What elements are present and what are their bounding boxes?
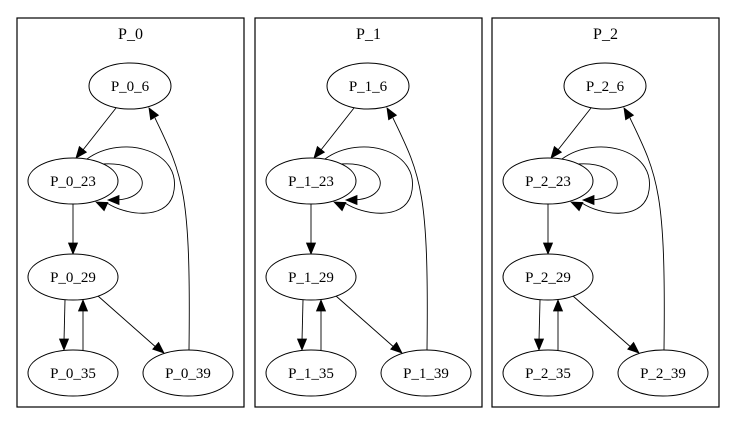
cluster-box bbox=[491, 17, 720, 408]
edge-arrowhead bbox=[75, 145, 88, 159]
edge-arrowhead bbox=[533, 338, 545, 352]
edges bbox=[58, 107, 190, 354]
edge-arrowhead bbox=[67, 242, 79, 256]
edge-arrowhead bbox=[95, 201, 109, 212]
graph-node[interactable]: P_2_6 bbox=[563, 62, 647, 110]
edge-arrowhead bbox=[344, 194, 358, 206]
node-label: P_1_23 bbox=[288, 174, 334, 190]
edge-arrowhead bbox=[77, 298, 89, 312]
graph-node[interactable]: P_2_39 bbox=[617, 349, 709, 397]
node-ellipse[interactable] bbox=[27, 349, 119, 397]
self-loop-edge bbox=[324, 146, 413, 214]
self-loop-edge bbox=[102, 163, 143, 201]
node-ellipse[interactable] bbox=[502, 157, 594, 205]
node-ellipse[interactable] bbox=[617, 349, 709, 397]
cluster-label: P_1 bbox=[356, 26, 381, 43]
edge bbox=[392, 117, 428, 351]
edge-arrowhead bbox=[623, 107, 635, 121]
node-label: P_2_39 bbox=[640, 366, 686, 382]
node-label: P_1_29 bbox=[288, 270, 334, 286]
edge-arrowhead bbox=[333, 201, 347, 212]
edge bbox=[154, 117, 190, 351]
edge-arrowhead bbox=[542, 242, 554, 256]
cluster-label: P_2 bbox=[593, 26, 618, 43]
edge bbox=[572, 295, 634, 350]
edge-arrowhead bbox=[552, 298, 564, 312]
edge-arrowhead bbox=[386, 107, 398, 121]
edge-arrowhead bbox=[550, 145, 563, 159]
edge bbox=[63, 299, 66, 342]
node-ellipse[interactable] bbox=[265, 253, 357, 301]
cluster-box bbox=[254, 17, 483, 408]
edge bbox=[301, 299, 304, 342]
graph-node[interactable]: P_1_6 bbox=[326, 62, 410, 110]
edge-arrowhead bbox=[305, 242, 317, 256]
self-loop-edge bbox=[340, 163, 381, 201]
edge bbox=[335, 295, 397, 350]
node-ellipse[interactable] bbox=[326, 62, 410, 110]
edge bbox=[629, 117, 665, 351]
graph-node[interactable]: P_2_29 bbox=[502, 253, 594, 301]
node-label: P_1_35 bbox=[288, 366, 334, 382]
node-label: P_1_39 bbox=[403, 366, 449, 382]
edge bbox=[78, 107, 117, 156]
graph-node[interactable]: P_2_23 bbox=[502, 157, 594, 205]
graph-node[interactable]: P_0_6 bbox=[88, 62, 172, 110]
edge-arrowhead bbox=[315, 298, 327, 312]
edges bbox=[533, 107, 665, 354]
graph-node[interactable]: P_1_35 bbox=[265, 349, 357, 397]
edge bbox=[316, 107, 355, 156]
edge-arrowhead bbox=[627, 341, 640, 354]
node-ellipse[interactable] bbox=[142, 349, 234, 397]
graph-node[interactable]: P_0_23 bbox=[27, 157, 119, 205]
cluster-box bbox=[16, 17, 245, 408]
cluster-P_1: P_1P_1_6P_1_23P_1_29P_1_35 P_1_39 bbox=[254, 17, 483, 408]
cluster-P_2: P_2P_2_6P_2_23P_2_29P_2_35 P_2_39 bbox=[491, 17, 720, 408]
edge-arrowhead bbox=[152, 341, 165, 354]
node-label: P_1_6 bbox=[349, 79, 388, 95]
edge bbox=[553, 107, 592, 156]
edge-arrowhead bbox=[296, 338, 308, 352]
node-label: P_0_23 bbox=[50, 174, 96, 190]
self-loop-edge bbox=[577, 163, 618, 201]
graph-node[interactable]: P_2_35 bbox=[502, 349, 594, 397]
edges bbox=[296, 107, 428, 354]
node-label: P_0_35 bbox=[50, 366, 96, 382]
graph-node[interactable]: P_1_29 bbox=[265, 253, 357, 301]
node-ellipse[interactable] bbox=[502, 349, 594, 397]
node-ellipse[interactable] bbox=[502, 253, 594, 301]
node-ellipse[interactable] bbox=[265, 157, 357, 205]
node-label: P_0_6 bbox=[111, 79, 150, 95]
node-ellipse[interactable] bbox=[380, 349, 472, 397]
edge-arrowhead bbox=[570, 201, 584, 212]
edge-arrowhead bbox=[390, 341, 403, 354]
node-ellipse[interactable] bbox=[27, 157, 119, 205]
edge-arrowhead bbox=[313, 145, 326, 159]
graph-node[interactable]: P_0_29 bbox=[27, 253, 119, 301]
node-label: P_2_23 bbox=[525, 174, 571, 190]
node-label: P_0_39 bbox=[165, 366, 211, 382]
node-label: P_2_6 bbox=[586, 79, 625, 95]
graph-node[interactable]: P_0_39 bbox=[142, 349, 234, 397]
graph-node[interactable]: P_1_23 bbox=[265, 157, 357, 205]
node-label: P_2_35 bbox=[525, 366, 571, 382]
node-label: P_2_29 bbox=[525, 270, 571, 286]
edge-arrowhead bbox=[581, 194, 595, 206]
edge-arrowhead bbox=[58, 338, 70, 352]
graph-node[interactable]: P_1_39 bbox=[380, 349, 472, 397]
node-ellipse[interactable] bbox=[27, 253, 119, 301]
edge-arrowhead bbox=[106, 194, 120, 206]
edge bbox=[538, 299, 541, 342]
graph-node[interactable]: P_0_35 bbox=[27, 349, 119, 397]
cluster-P_0: P_0P_0_6P_0_23P_0_29P_0_35 P_0_39 bbox=[16, 17, 245, 408]
self-loop-edge bbox=[561, 146, 650, 214]
edge bbox=[97, 295, 159, 350]
node-ellipse[interactable] bbox=[88, 62, 172, 110]
edge-arrowhead bbox=[148, 107, 160, 121]
cluster-label: P_0 bbox=[118, 26, 143, 43]
node-ellipse[interactable] bbox=[265, 349, 357, 397]
node-label: P_0_29 bbox=[50, 270, 96, 286]
self-loop-edge bbox=[86, 146, 175, 214]
node-ellipse[interactable] bbox=[563, 62, 647, 110]
